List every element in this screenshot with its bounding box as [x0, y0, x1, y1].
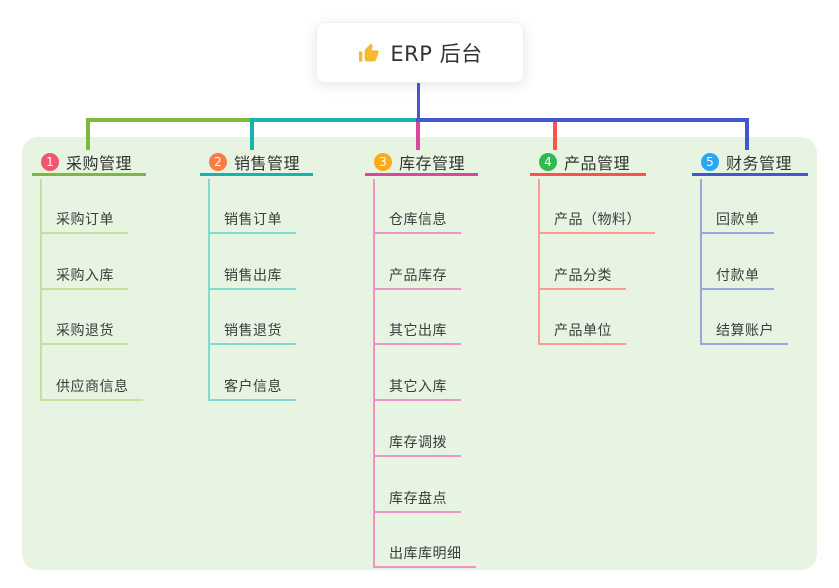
- connector-line: [416, 118, 420, 150]
- child-node[interactable]: 客户信息: [208, 375, 296, 401]
- branch-title-label: 产品管理: [564, 153, 631, 173]
- child-node[interactable]: 其它出库: [373, 319, 461, 345]
- child-node[interactable]: 库存盘点: [373, 487, 461, 513]
- branch-title-label: 销售管理: [234, 153, 301, 173]
- child-node[interactable]: 出库库明细: [373, 542, 476, 568]
- child-node[interactable]: 销售退货: [208, 319, 296, 345]
- connector-line: [417, 81, 420, 122]
- branch-trunk-line: [700, 179, 702, 345]
- child-node-label: 销售订单: [208, 208, 296, 234]
- branch-title-label: 库存管理: [399, 153, 466, 173]
- child-node-label: 仓库信息: [373, 208, 461, 234]
- connector-line: [553, 118, 557, 150]
- branch-number-badge: 2: [209, 152, 227, 171]
- root-node[interactable]: ERP 后台: [316, 22, 524, 83]
- branch-trunk-line: [40, 179, 42, 401]
- child-node[interactable]: 销售出库: [208, 264, 296, 290]
- child-node-label: 客户信息: [208, 375, 296, 401]
- root-node-label: ERP 后台: [390, 41, 483, 66]
- child-node-label: 出库库明细: [373, 542, 476, 568]
- child-node[interactable]: 仓库信息: [373, 208, 461, 234]
- branch-title-4[interactable]: 4 产品管理: [530, 150, 646, 176]
- branch-trunk-line: [538, 179, 540, 345]
- child-node[interactable]: 供应商信息: [40, 375, 143, 401]
- child-node-label: 库存调拨: [373, 431, 461, 457]
- child-node-label: 采购退货: [40, 319, 128, 345]
- branch-title-2[interactable]: 2 销售管理: [200, 150, 313, 176]
- child-node[interactable]: 产品库存: [373, 264, 461, 290]
- branch-title-1[interactable]: 1 采购管理: [32, 150, 146, 176]
- child-node-label: 采购订单: [40, 208, 128, 234]
- connector-line: [86, 118, 252, 122]
- branch-title-3[interactable]: 3 库存管理: [365, 150, 478, 176]
- branch-title-5[interactable]: 5 财务管理: [692, 150, 808, 176]
- child-node[interactable]: 采购退货: [40, 319, 128, 345]
- child-node-label: 其它出库: [373, 319, 461, 345]
- connector-line: [745, 118, 749, 150]
- child-node[interactable]: 采购订单: [40, 208, 128, 234]
- branch-number-badge: 4: [539, 152, 557, 171]
- child-node[interactable]: 销售订单: [208, 208, 296, 234]
- child-node-label: 产品分类: [538, 264, 626, 290]
- branch-number-badge: 1: [41, 152, 59, 171]
- child-node[interactable]: 回款单: [700, 208, 774, 234]
- connector-line: [250, 118, 419, 122]
- thumbs-up-icon: [359, 43, 380, 61]
- child-node[interactable]: 采购入库: [40, 264, 128, 290]
- child-node[interactable]: 其它入库: [373, 375, 461, 401]
- child-node-label: 采购入库: [40, 264, 128, 290]
- child-node[interactable]: 产品单位: [538, 319, 626, 345]
- child-node[interactable]: 结算账户: [700, 319, 788, 345]
- child-node[interactable]: 付款单: [700, 264, 774, 290]
- child-node-label: 付款单: [700, 264, 774, 290]
- child-node-label: 库存盘点: [373, 487, 461, 513]
- child-node-label: 销售退货: [208, 319, 296, 345]
- branch-number-badge: 3: [374, 152, 392, 171]
- child-node-label: 产品（物料）: [538, 208, 655, 234]
- connector-line: [250, 118, 254, 150]
- branch-trunk-line: [208, 179, 210, 401]
- branches-panel: [22, 137, 817, 570]
- child-node[interactable]: 产品分类: [538, 264, 626, 290]
- child-node-label: 回款单: [700, 208, 774, 234]
- child-node[interactable]: 产品（物料）: [538, 208, 655, 234]
- branch-title-label: 财务管理: [726, 153, 793, 173]
- connector-line: [416, 118, 749, 122]
- child-node[interactable]: 库存调拨: [373, 431, 461, 457]
- child-node-label: 产品库存: [373, 264, 461, 290]
- child-node-label: 其它入库: [373, 375, 461, 401]
- child-node-label: 结算账户: [700, 319, 788, 345]
- branch-trunk-line: [373, 179, 375, 568]
- branch-title-label: 采购管理: [66, 153, 133, 173]
- child-node-label: 产品单位: [538, 319, 626, 345]
- child-node-label: 供应商信息: [40, 375, 143, 401]
- connector-line: [86, 118, 90, 150]
- branch-number-badge: 5: [701, 152, 719, 171]
- child-node-label: 销售出库: [208, 264, 296, 290]
